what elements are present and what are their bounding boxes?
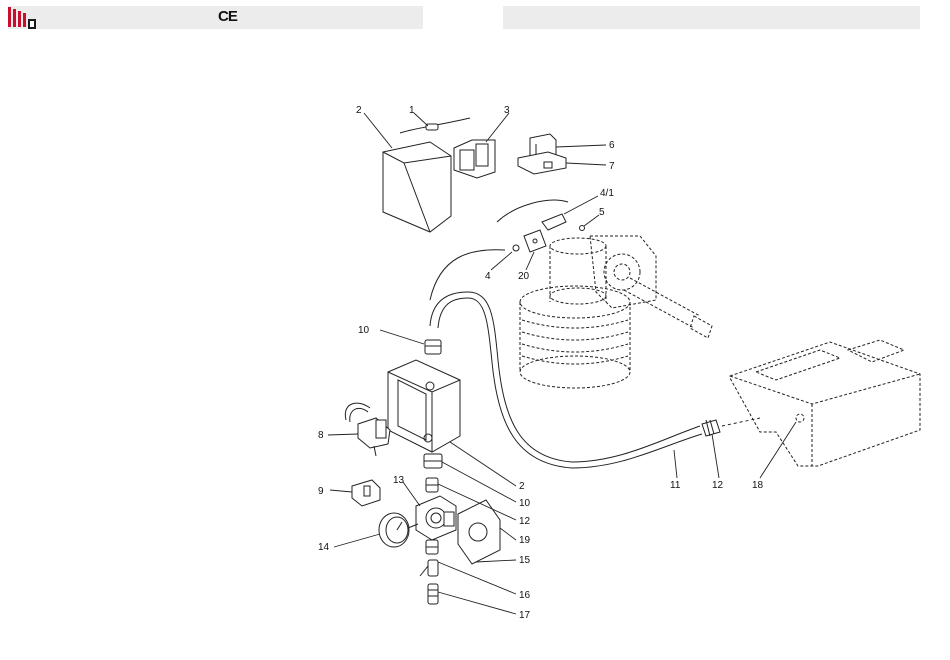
part-base-frame	[730, 340, 920, 466]
callout-8: 8	[318, 430, 324, 441]
part-cable-gland-top	[425, 340, 441, 354]
callout-10-left: 10	[358, 325, 370, 336]
callout-16: 16	[519, 590, 531, 601]
part-fuel-hose	[430, 292, 702, 468]
part-enclosure	[388, 360, 460, 452]
callout-13: 13	[393, 475, 405, 486]
part-pressure-gauge	[379, 513, 418, 547]
part-electrode-clip	[524, 214, 566, 252]
part-control-box	[383, 142, 451, 232]
callout-17: 17	[519, 610, 531, 621]
callout-5: 5	[599, 207, 605, 218]
callout-7: 7	[609, 161, 615, 172]
callout-14: 14	[318, 542, 330, 553]
callout-4-1: 4/1	[600, 188, 614, 199]
callout-4: 4	[485, 271, 491, 282]
callout-18: 18	[752, 480, 764, 491]
part-hose-fitting	[702, 420, 720, 436]
burner-body	[520, 236, 712, 388]
part-pump-regulator	[416, 496, 456, 540]
part-nipple	[426, 478, 438, 492]
part-sensor-cable	[400, 118, 470, 133]
callout-15: 15	[519, 555, 531, 566]
callout-9: 9	[318, 486, 324, 497]
part-fitting-15	[426, 540, 438, 554]
part-gland-lower	[424, 454, 442, 468]
callout-3: 3	[504, 105, 510, 116]
part-fitting-16	[420, 560, 438, 576]
part-solenoid-valve	[345, 403, 390, 456]
callout-19: 19	[519, 535, 531, 546]
callout-2-right: 2	[519, 481, 525, 492]
callout-2-top: 2	[356, 105, 362, 116]
callout-6: 6	[609, 140, 615, 151]
callout-20: 20	[518, 271, 530, 282]
callout-12-right: 12	[519, 516, 531, 527]
callout-11: 11	[670, 480, 681, 491]
part-washer	[580, 226, 585, 231]
part-nut	[513, 245, 519, 251]
callout-12-mid: 12	[712, 480, 724, 491]
hose-alignment-line	[722, 418, 760, 426]
callout-10-right: 10	[519, 498, 531, 509]
part-fitting-17	[428, 584, 438, 604]
part-relay-socket	[518, 152, 566, 174]
part-transformer	[454, 140, 495, 178]
part-switch	[352, 480, 380, 506]
callout-1: 1	[409, 105, 415, 116]
